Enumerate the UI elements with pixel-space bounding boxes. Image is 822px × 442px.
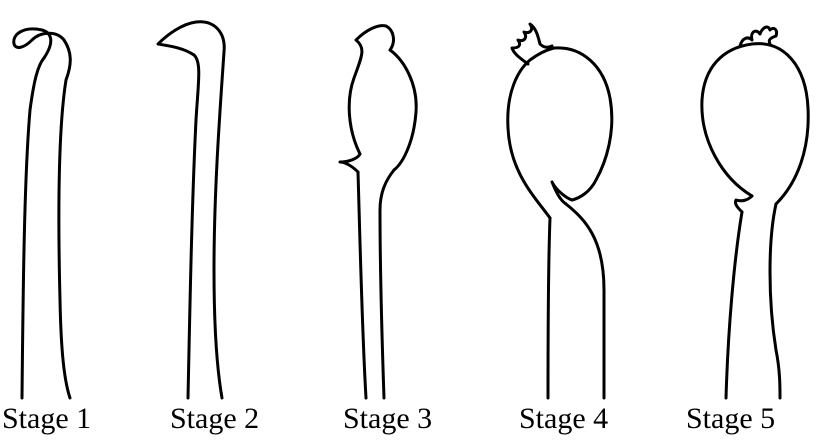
stage-5-bract <box>735 196 752 212</box>
stage-4-drawing <box>508 24 612 398</box>
stage-4-stalk-right-edge <box>566 204 604 398</box>
stage-2-hook <box>158 22 224 55</box>
stage-4-stalk-left-edge <box>548 218 550 398</box>
stage-2-stalk-right-edge <box>214 52 224 398</box>
stage-1-drawing <box>14 29 70 398</box>
stage-4-bract <box>552 182 572 204</box>
stage-2-drawing <box>158 22 224 398</box>
stage-3-bud-outline <box>349 26 416 170</box>
stage-3-bract-left <box>340 154 360 172</box>
stage-3-stalk-right-edge <box>380 170 394 398</box>
stage-2-stalk-left-edge <box>188 55 199 398</box>
stage-3-drawing <box>340 26 416 398</box>
stage-1-hook <box>14 29 64 58</box>
stage-3-label: Stage 3 <box>343 402 432 436</box>
stage-5-drawing <box>702 27 808 398</box>
stage-3-stalk-left-edge <box>358 172 366 398</box>
stage-1-label: Stage 1 <box>2 402 91 436</box>
stage-5-stalk-left-edge <box>726 212 742 398</box>
stage-5-bud-outline <box>702 44 808 204</box>
stage-5-stalk-right-edge <box>770 204 780 398</box>
stage-1-stalk-right-edge <box>59 40 70 398</box>
stage-4-label: Stage 4 <box>519 402 608 436</box>
stage-5-label: Stage 5 <box>686 402 775 436</box>
stage-2-label: Stage 2 <box>170 402 259 436</box>
stage-1-stalk-left-edge <box>22 58 44 398</box>
